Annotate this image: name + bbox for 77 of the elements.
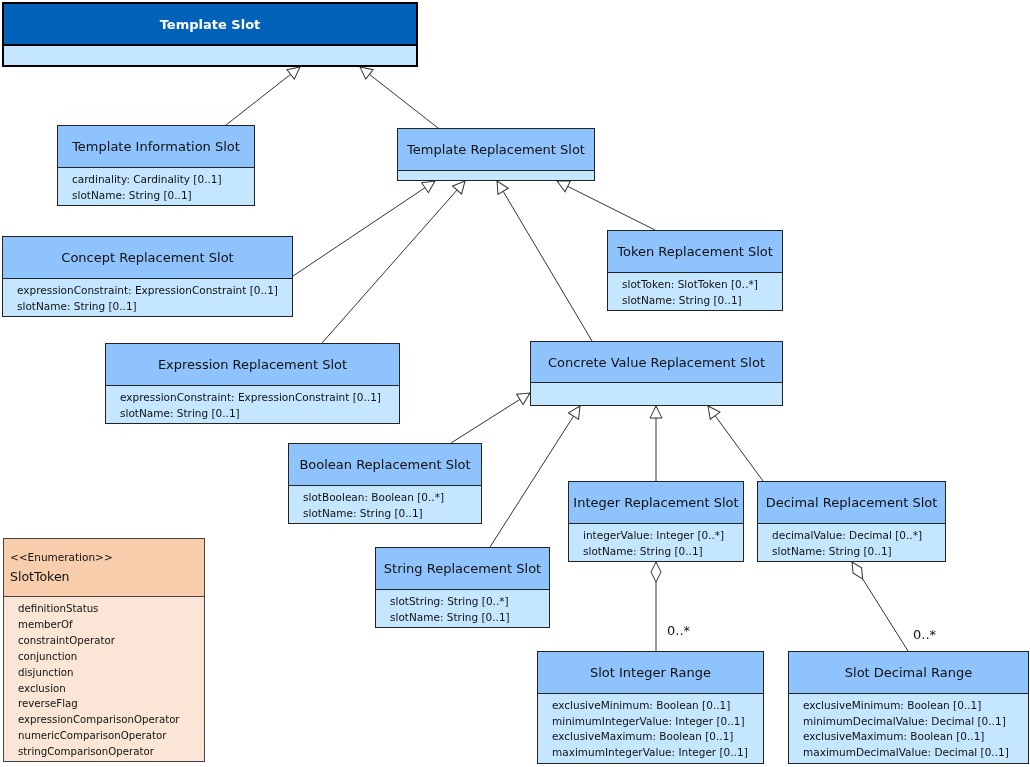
enum-literal: exclusion — [18, 681, 67, 696]
class-box — [397, 128, 595, 181]
class-box — [57, 125, 255, 206]
enum-literal: stringComparisonOperator — [18, 745, 155, 760]
class-name: Template Replacement Slot — [407, 142, 585, 157]
multiplicity-label: 0..* — [666, 623, 692, 638]
attribute-text: integerValue: Integer [0..*] — [583, 528, 726, 543]
generalization-arrow — [450, 392, 531, 444]
class-name: Concept Replacement Slot — [61, 250, 234, 265]
attribute-text: exclusiveMaximum: Boolean [0..1] — [803, 729, 986, 744]
enum-literal: definitionStatus — [18, 602, 100, 616]
class-name: Expression Replacement Slot — [157, 357, 348, 372]
generalization-arrow — [292, 180, 436, 277]
class-box — [537, 651, 764, 764]
generalization-arrow — [707, 405, 764, 482]
class-name: Token Replacement Slot — [617, 244, 773, 259]
attribute-text: slotName: String [0..1] — [390, 609, 511, 625]
attribute-text: exclusiveMinimum: Boolean [0..1] — [552, 698, 732, 713]
generalization-arrow — [556, 180, 656, 231]
attribute-text: slotName: String [0..1] — [72, 187, 193, 203]
attribute-text: exclusiveMaximum: Boolean [0..1] — [552, 729, 735, 744]
class-box — [530, 341, 783, 406]
generalization-arrow — [649, 405, 663, 482]
attribute-text: slotName: String [0..1] — [583, 543, 704, 559]
class-box — [757, 481, 946, 562]
generalization-arrow — [359, 66, 439, 129]
class-name: Slot Decimal Range — [844, 665, 973, 680]
class-box — [607, 230, 783, 311]
class-box — [2, 236, 293, 317]
attribute-text: slotBoolean: Boolean [0..*] — [303, 490, 445, 505]
class-name: Integer Replacement Slot — [573, 495, 739, 510]
class-name: Template Slot — [159, 16, 261, 32]
class-name: Slot Integer Range — [589, 665, 712, 680]
attribute-text: minimumDecimalValue: Decimal [0..1] — [803, 713, 1007, 729]
class-box — [568, 481, 744, 562]
aggregation-line — [851, 561, 909, 652]
class-name: Boolean Replacement Slot — [299, 457, 471, 472]
generalization-arrow — [489, 405, 581, 548]
generalization-arrow — [225, 66, 301, 126]
enum-literal: memberOf — [18, 617, 74, 632]
enum-literal: expressionComparisonOperator — [18, 713, 181, 728]
attribute-text: cardinality: Cardinality [0..1] — [72, 172, 223, 187]
class-box — [288, 443, 482, 524]
generalization-arrow — [321, 180, 466, 344]
attribute-text: decimalValue: Decimal [0..*] — [772, 528, 924, 543]
class-name: SlotToken — [10, 569, 70, 584]
multiplicity-label: 0..* — [912, 627, 938, 642]
attribute-text: slotName: String [0..1] — [303, 505, 424, 521]
attribute-text: slotName: String [0..1] — [772, 543, 893, 559]
generalization-arrow — [496, 180, 593, 342]
attribute-text: minimumIntegerValue: Integer [0..1] — [552, 713, 746, 729]
enum-literal: numericComparisonOperator — [18, 729, 168, 744]
attribute-text: slotName: String [0..1] — [17, 298, 138, 314]
aggregation-line — [650, 561, 662, 652]
class-box — [2, 2, 418, 67]
enumeration-box — [3, 538, 205, 762]
attribute-text: expressionConstraint: ExpressionConstraint [0..1] — [17, 283, 279, 298]
class-box — [375, 547, 550, 628]
class-name: Template Information Slot — [72, 139, 240, 154]
attribute-text: expressionConstraint: ExpressionConstraint [0..1] — [120, 390, 382, 405]
attribute-text: slotName: String [0..1] — [120, 405, 241, 421]
attribute-text: maximumIntegerValue: Integer [0..1] — [552, 744, 749, 760]
enum-literal: reverseFlag — [18, 697, 79, 712]
class-box — [788, 651, 1029, 764]
class-name: Concrete Value Replacement Slot — [548, 354, 765, 370]
attribute-text: slotName: String [0..1] — [622, 292, 743, 308]
enum-literal: constraintOperator — [18, 633, 116, 648]
stereotype-label: <<Enumeration>> — [10, 551, 113, 563]
enum-literal: conjunction — [18, 649, 79, 664]
enum-literal: disjunction — [18, 665, 75, 680]
attribute-text: slotString: String [0..*] — [390, 594, 510, 609]
class-name: Decimal Replacement Slot — [765, 495, 938, 510]
class-name: String Replacement Slot — [383, 561, 542, 576]
attribute-text: exclusiveMinimum: Boolean [0..1] — [803, 698, 983, 713]
class-box — [105, 343, 400, 424]
attribute-text: maximumDecimalValue: Decimal [0..1] — [803, 744, 1010, 760]
attribute-text: slotToken: SlotToken [0..*] — [622, 277, 759, 292]
